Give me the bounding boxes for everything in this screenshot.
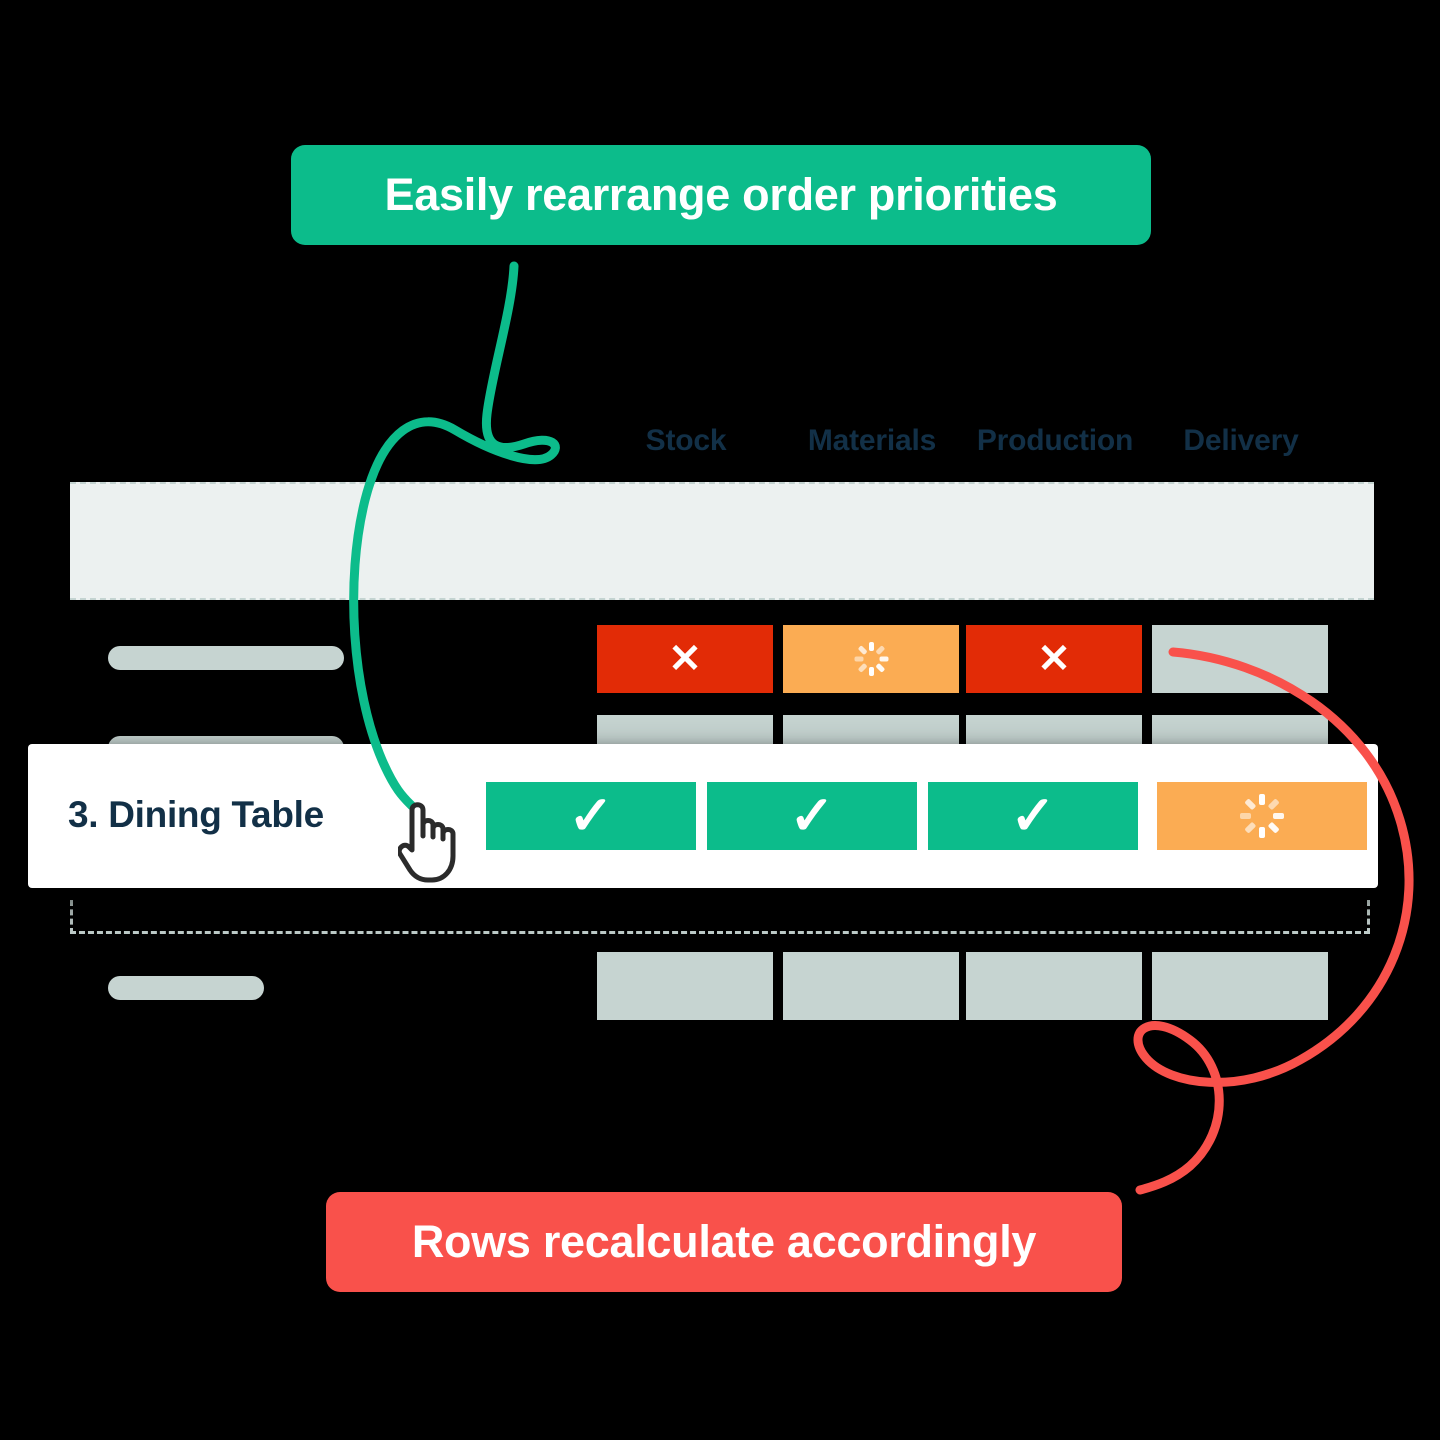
status-cell-in-progress[interactable] [783, 625, 959, 693]
status-cell-empty[interactable] [1152, 952, 1328, 1020]
dragged-row-dining-table[interactable]: 3. Dining Table ✓ ✓ ✓ [28, 744, 1378, 888]
status-cell-empty[interactable] [597, 952, 773, 1020]
column-header-materials: Materials [807, 424, 937, 457]
table-row-band [70, 482, 1374, 600]
status-cell-empty[interactable] [783, 952, 959, 1020]
column-header-delivery: Delivery [1183, 424, 1299, 457]
status-cell-done[interactable]: ✓ [928, 782, 1138, 850]
callout-rows-recalculate: Rows recalculate accordingly [326, 1192, 1122, 1292]
status-cell-done[interactable]: ✓ [707, 782, 917, 850]
check-icon: ✓ [568, 786, 614, 846]
spinner-icon [854, 642, 888, 676]
skeleton-label-bar [108, 976, 264, 1000]
check-icon: ✓ [1010, 786, 1056, 846]
row-drop-zone [70, 900, 1370, 934]
status-cell-blocked[interactable]: ✕ [966, 625, 1142, 693]
column-header-production: Production [976, 424, 1134, 457]
status-cell-in-progress[interactable] [1157, 782, 1367, 850]
check-icon: ✓ [789, 786, 835, 846]
status-cell-empty[interactable] [1152, 625, 1328, 693]
pointing-hand-cursor [398, 802, 456, 883]
spinner-icon [1240, 794, 1284, 838]
x-icon: ✕ [668, 637, 702, 681]
callout-rearrange-priorities: Easily rearrange order priorities [291, 145, 1151, 245]
x-icon: ✕ [1037, 637, 1071, 681]
status-cell-done[interactable]: ✓ [486, 782, 696, 850]
status-cell-empty[interactable] [966, 952, 1142, 1020]
row-label: 3. Dining Table [68, 794, 324, 835]
column-header-stock: Stock [645, 424, 727, 457]
skeleton-label-bar [108, 646, 344, 670]
status-cell-blocked[interactable]: ✕ [597, 625, 773, 693]
